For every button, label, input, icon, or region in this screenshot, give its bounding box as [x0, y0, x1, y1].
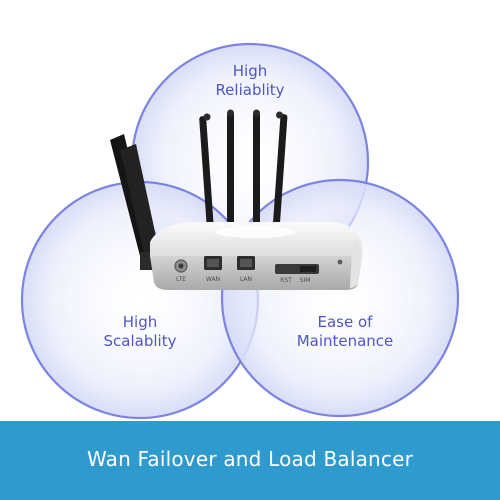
banner-title: Wan Failover and Load Balancer — [86, 446, 414, 471]
port-label-wan: WAN — [206, 276, 220, 283]
port-label-lan: LAN — [240, 276, 252, 283]
router-device: LTE WAN LAN RST SIM — [110, 109, 363, 290]
feature-maintenance-line1: Ease of — [317, 313, 373, 331]
feature-maintenance-line2: Maintenance — [296, 332, 394, 350]
port-label-rst: RST — [280, 277, 292, 284]
feature-label-scalability: High Scalablity — [85, 313, 195, 351]
feature-label-reliability: High Reliablity — [195, 62, 305, 100]
feature-scalability-line1: High — [122, 313, 158, 331]
port-label-sim: SIM — [300, 277, 311, 284]
port-label-lte: LTE — [176, 276, 186, 283]
feature-label-maintenance: Ease of Maintenance — [280, 313, 410, 351]
feature-reliability-line1: High — [232, 62, 268, 80]
feature-reliability-line2: Reliablity — [215, 81, 285, 99]
title-banner: Wan Failover and Load Balancer — [0, 421, 500, 500]
feature-scalability-line2: Scalablity — [103, 332, 177, 350]
